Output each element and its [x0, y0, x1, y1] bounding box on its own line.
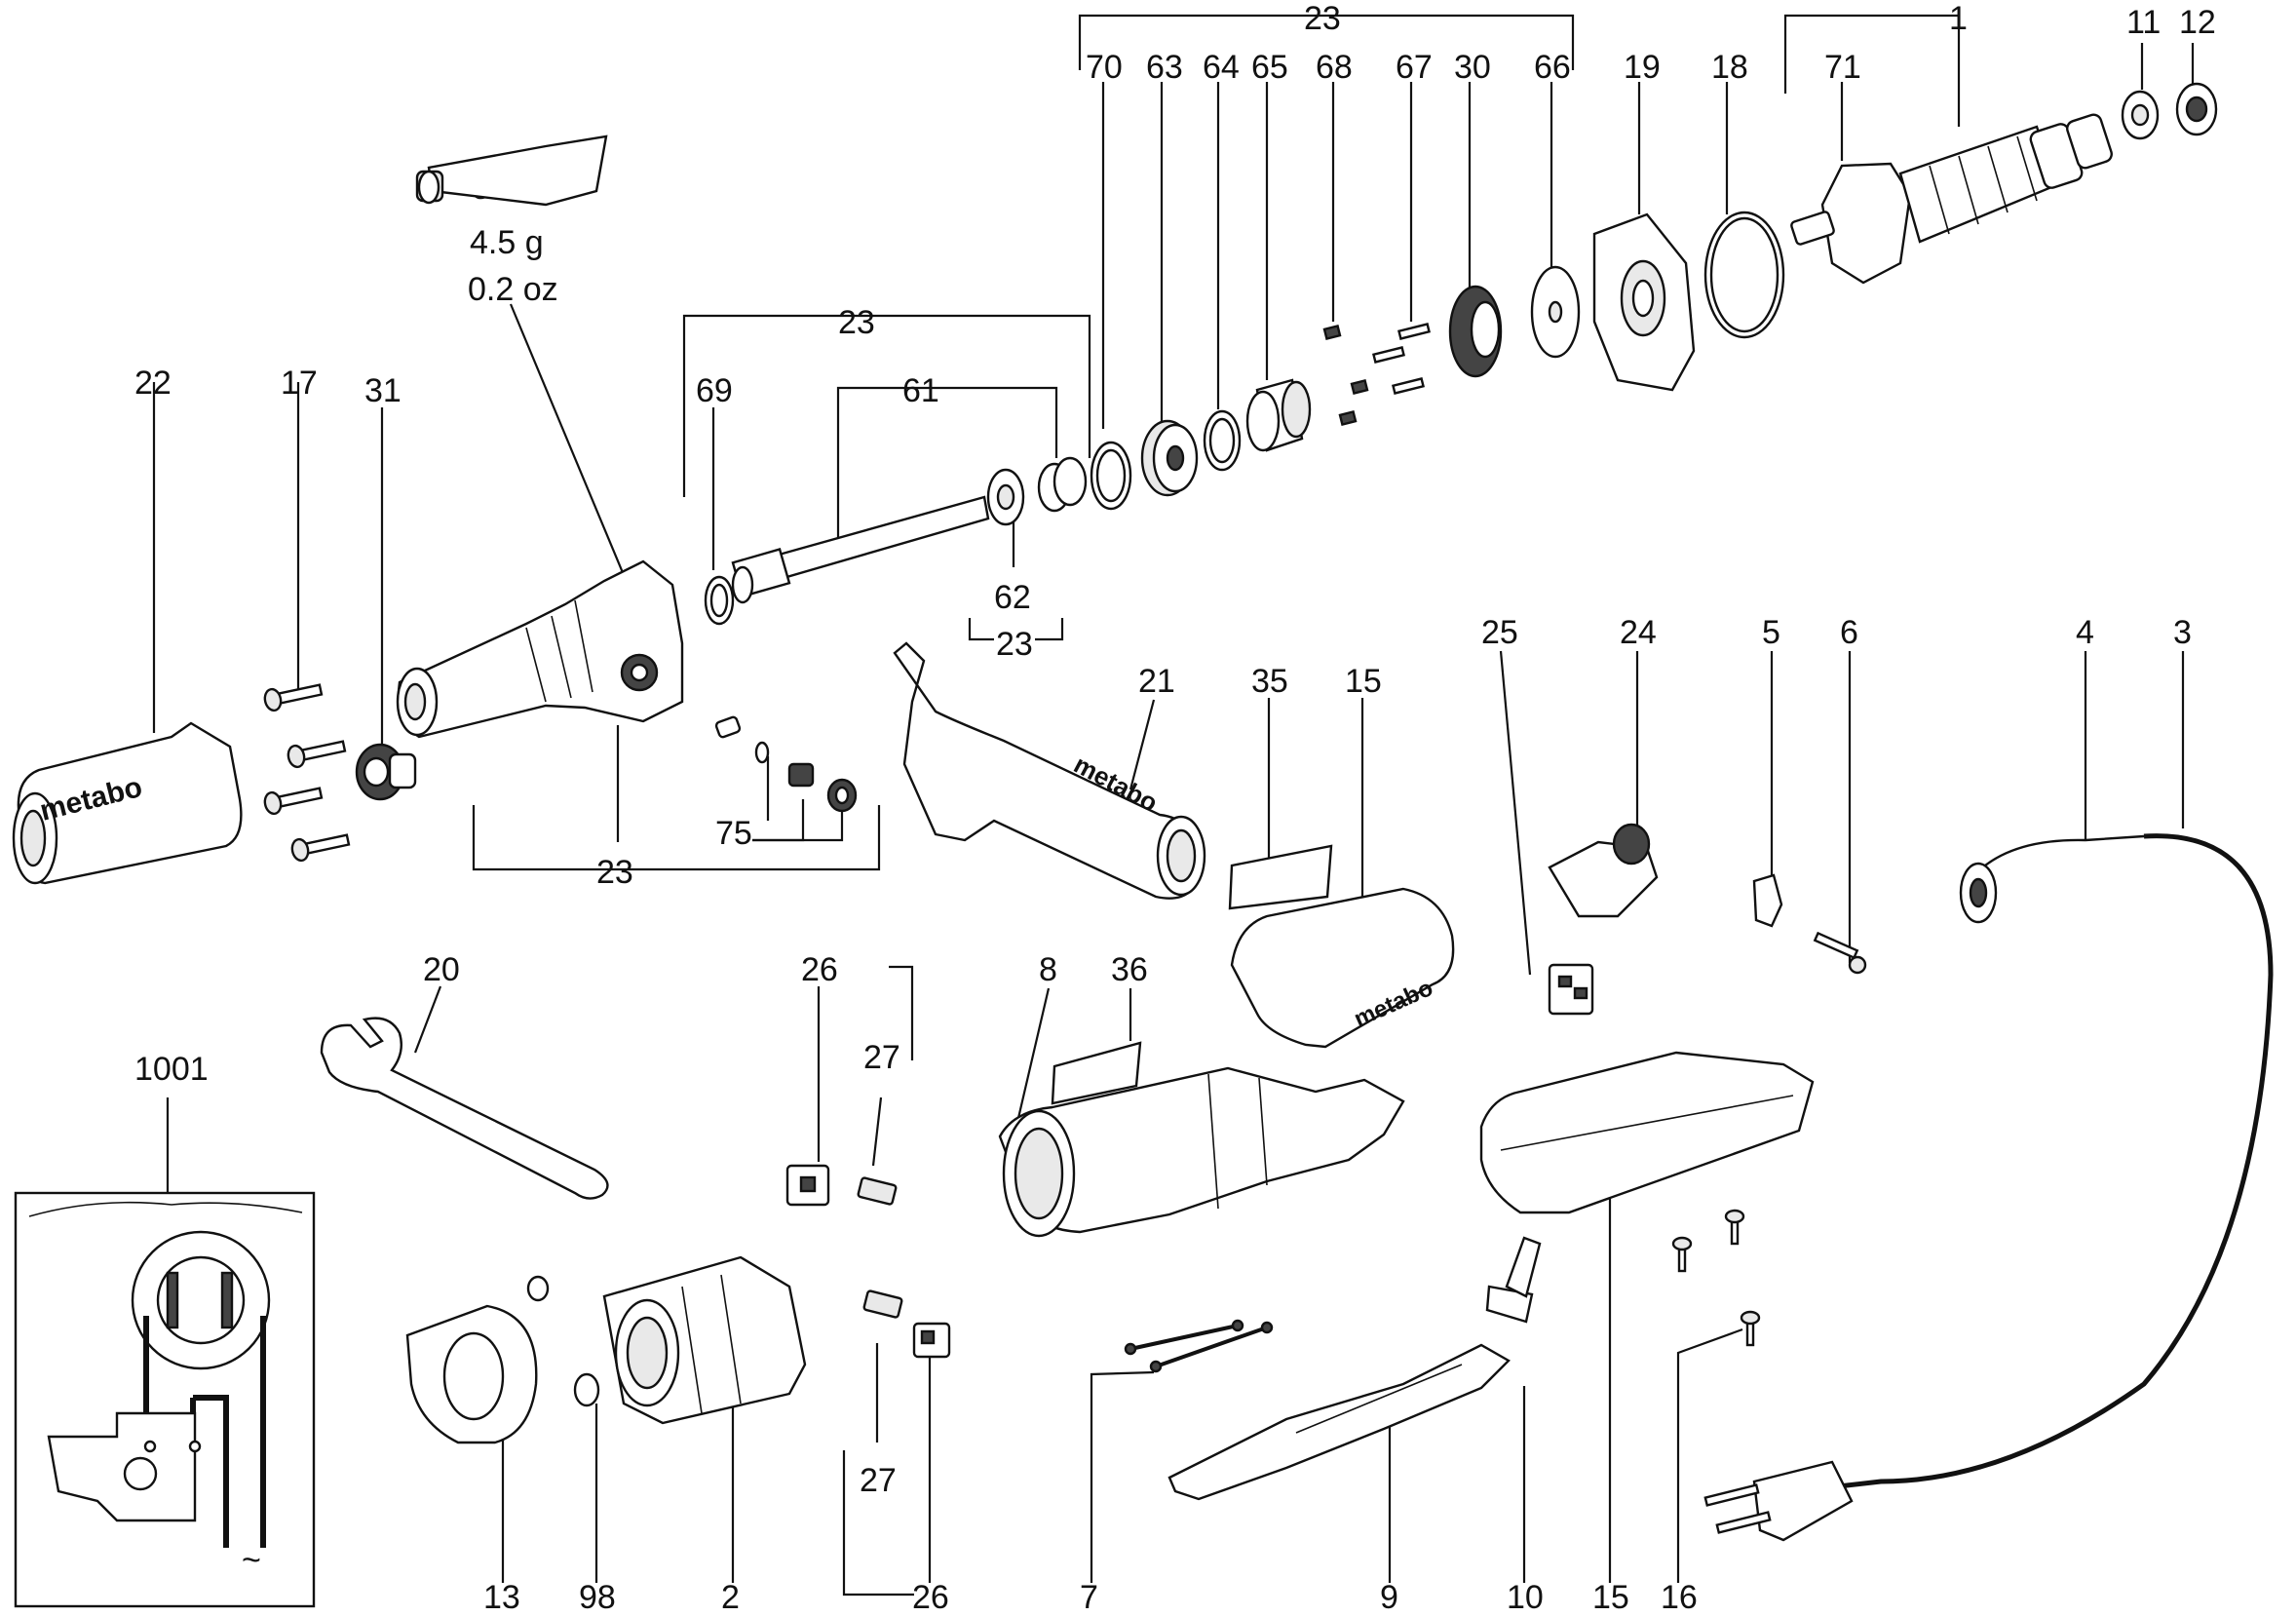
callout-18: 18: [1711, 49, 1748, 86]
cap-12: [2175, 82, 2218, 136]
screws-17: [263, 683, 351, 863]
bearing-63: [1140, 419, 1199, 497]
bearing-plate-19: [1592, 212, 1696, 392]
fan-baffle-13: [405, 1275, 550, 1444]
callout-69: 69: [696, 372, 733, 409]
callout-71: 71: [1824, 49, 1861, 86]
clip-10: [1485, 1236, 1542, 1324]
switch-24: [1548, 823, 1659, 918]
wiring-ac-symbol: ~: [242, 1542, 261, 1579]
callout-61: 61: [902, 372, 939, 409]
callout-16: 16: [1661, 1579, 1698, 1616]
callout-66: 66: [1534, 49, 1571, 86]
callout-21: 21: [1138, 663, 1175, 700]
callout-4: 4: [2076, 614, 2094, 651]
grease-weight-g: 4.5 g: [470, 224, 544, 261]
callout-25: 25: [1481, 614, 1518, 651]
callout-6: 6: [1840, 614, 1858, 651]
screw-6: [1813, 931, 1867, 975]
callout-68: 68: [1316, 49, 1353, 86]
callout-24: 24: [1620, 614, 1657, 651]
cover-top-15: metabo: [1230, 887, 1455, 1049]
callout-22: 22: [134, 365, 172, 402]
callout-20: 20: [423, 951, 460, 988]
callout-75: 75: [715, 815, 752, 852]
label-36: [1051, 1041, 1142, 1105]
screws-16: [1671, 1209, 1761, 1347]
callout-8: 8: [1039, 951, 1057, 988]
callout-5: 5: [1762, 614, 1780, 651]
callout-63: 63: [1146, 49, 1183, 86]
power-cable-3: [1703, 833, 2274, 1542]
callout-30: 30: [1454, 49, 1491, 86]
callout-70: 70: [1086, 49, 1123, 86]
callout-1001: 1001: [134, 1051, 209, 1088]
gear-30: [1448, 285, 1503, 378]
motor-housing-8: [998, 1066, 1405, 1238]
nose-cap: metabo: [12, 721, 243, 885]
wires-7: [1124, 1319, 1274, 1373]
sleeve-61: [1037, 456, 1088, 513]
callout-9: 9: [1380, 1579, 1398, 1616]
callout-23-top: 23: [1304, 0, 1341, 37]
callout-36: 36: [1111, 951, 1148, 988]
handle-half-9: [1167, 1343, 1511, 1501]
o-ring-18: [1703, 211, 1785, 339]
callout-31: 31: [364, 372, 402, 409]
callout-67: 67: [1396, 49, 1433, 86]
callout-23-bot: 23: [596, 854, 633, 891]
callout-26-top: 26: [801, 951, 838, 988]
callout-7: 7: [1080, 1579, 1098, 1616]
callout-23-mid: 23: [838, 304, 875, 341]
callout-3: 3: [2173, 614, 2192, 651]
collet-nut: [355, 743, 417, 801]
callout-65: 65: [1251, 49, 1288, 86]
callout-10: 10: [1507, 1579, 1544, 1616]
armature-1: [1790, 113, 2113, 285]
switch-module-25: [1548, 963, 1594, 1016]
clamp-5: [1752, 873, 1783, 928]
wrench-20: [320, 1017, 609, 1200]
callout-1: 1: [1949, 0, 1968, 37]
disc-66: [1530, 265, 1581, 359]
callout-19: 19: [1624, 49, 1661, 86]
callout-64: 64: [1203, 49, 1240, 86]
parts: metabo: [12, 82, 2274, 1608]
bearing-11: [2121, 90, 2160, 140]
callout-12: 12: [2179, 4, 2216, 41]
callout-35: 35: [1251, 663, 1288, 700]
callout-23-62: 23: [996, 626, 1033, 663]
callout-11: 11: [2126, 4, 2161, 41]
gear-housing: [396, 559, 684, 739]
label-35: [1228, 844, 1333, 910]
o-ring-69: [704, 575, 735, 626]
pins-67-68: [1322, 323, 1431, 426]
callout-17: 17: [281, 365, 318, 402]
callout-98: 98: [579, 1579, 616, 1616]
brush-holders-26-27: [785, 1164, 951, 1359]
stator-2: [602, 1255, 807, 1425]
spindle-61: [731, 495, 990, 604]
callout-labels: 23 1 11 12 70 63 64 65 68 67 30 66 19 18…: [134, 0, 2216, 1616]
parts-75: [714, 715, 858, 813]
callout-13: 13: [483, 1579, 520, 1616]
callout-2: 2: [721, 1579, 740, 1616]
callout-62: 62: [994, 579, 1031, 616]
cover-bottom-15: [1479, 1051, 1815, 1214]
grease-tube: [415, 135, 608, 207]
wiring-diagram-1001: ~: [14, 1191, 316, 1608]
ring-70: [1090, 441, 1132, 511]
ring-64: [1203, 409, 1242, 472]
callout-27-top: 27: [863, 1039, 900, 1076]
callout-27-bot: 27: [860, 1462, 897, 1499]
callout-26-bot: 26: [912, 1579, 949, 1616]
washer-62: [986, 468, 1025, 526]
callout-15-bot: 15: [1592, 1579, 1629, 1616]
leader-lines: [152, 14, 2195, 1597]
grease-weight-oz: 0.2 oz: [468, 271, 558, 308]
clutch-65: [1245, 378, 1312, 452]
callout-15-top: 15: [1345, 663, 1382, 700]
ring-98: [573, 1372, 600, 1407]
